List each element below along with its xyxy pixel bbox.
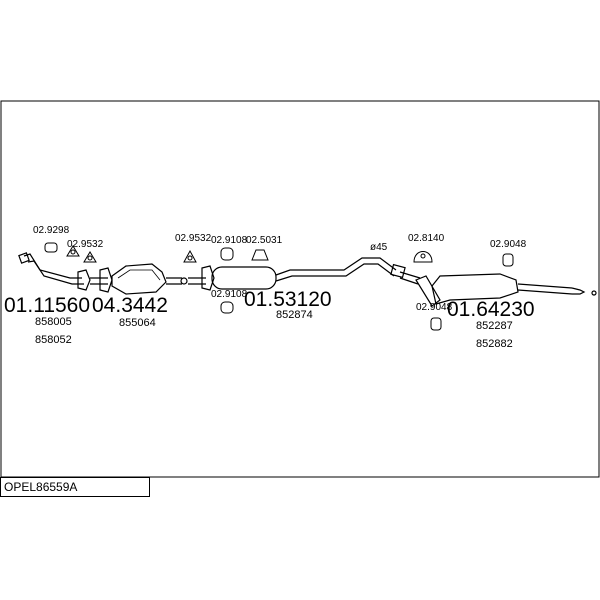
diameter-label: ø45 — [370, 242, 388, 253]
clamp-code-02-9532-b: 02.9532 — [175, 233, 212, 244]
rear-silencer-shape — [399, 271, 597, 307]
clamp-code-02-9048-a: 02.9048 — [490, 239, 527, 250]
clamp-code-02-9048-b: 02.9048 — [416, 302, 453, 313]
ref-rear-1: 852287 — [476, 320, 513, 332]
catalyst-shape — [99, 263, 188, 295]
ref-centre-1: 852874 — [276, 309, 313, 321]
centre-pipe-shape — [188, 257, 406, 291]
ref-front-pipe-1: 858005 — [35, 316, 72, 328]
clamp-code-02-9108-b: 02.9108 — [211, 289, 248, 300]
clamp-code-02-9532-a: 02.9532 — [67, 239, 104, 250]
diagram-title: OPEL86559A — [0, 477, 150, 497]
ref-front-pipe-2: 858052 — [35, 334, 72, 346]
clamp-code-02-5031: 02.5031 — [246, 235, 283, 246]
part-code-front-pipe: 01.11560 — [4, 294, 91, 317]
part-code-centre: 01.53120 — [244, 288, 332, 311]
ref-rear-2: 852882 — [476, 338, 513, 350]
clamp-code-02-9108-a: 02.9108 — [211, 235, 248, 246]
front-pipe-shape — [18, 252, 108, 291]
ref-catalyst-1: 855064 — [119, 317, 156, 329]
clamp-shapes — [44, 242, 514, 331]
part-code-rear: 01.64230 — [447, 298, 535, 321]
clamp-code-02-8140: 02.8140 — [408, 233, 445, 244]
diagram-frame — [0, 100, 600, 478]
part-code-catalyst: 04.3442 — [92, 294, 168, 317]
clamp-code-02-9298: 02.9298 — [33, 225, 70, 236]
